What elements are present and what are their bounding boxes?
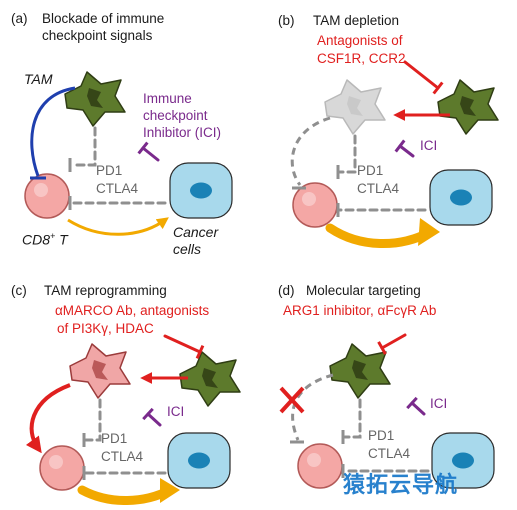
panel-a-tam-suppression-arrow: [30, 86, 76, 177]
panel-b-pd1-line: [338, 134, 357, 174]
panel-c-cd8-cell-highlight: [49, 455, 63, 469]
panel-a-ici-line2: checkpoint: [143, 108, 208, 123]
panel-a-tam-nucleus: [87, 88, 103, 108]
panel-c-kill-arrow: [77, 485, 175, 505]
panel-a-tag: (a): [11, 11, 28, 26]
panel-a-cancer-cell-nucleus: [190, 182, 212, 199]
panel-c-tag: (c): [11, 283, 27, 298]
panel-a-kill-arrow: [67, 217, 169, 236]
panel-d-intervention-inhibitor: [380, 333, 407, 350]
panel-b-intervention-line2: CSF1R, CCR2: [317, 51, 406, 66]
panel-a-cd8-label: CD8+ T: [22, 231, 68, 248]
panel-d-title: Molecular targeting: [306, 283, 421, 298]
panel-d-tag: (d): [278, 283, 295, 298]
panel-b-tam-suppression-arrow: [290, 116, 331, 186]
panel-d-ctla4-label: CTLA4: [368, 446, 411, 461]
panel-a-title-line1: Blockade of immune: [42, 11, 165, 26]
watermark: 猿拓云导航: [343, 472, 459, 497]
panel-c-pd1-line: [84, 398, 102, 442]
panel-c-ctla4-label: CTLA4: [101, 449, 144, 464]
panel-b-tam-depleted-nucleus: [347, 96, 363, 116]
panel-b-tag: (b): [278, 13, 295, 28]
panel-c-cancer-cell-nucleus: [188, 452, 210, 469]
panel-c-ici-inhibitor: [146, 412, 162, 427]
panel-c-cd8-cell: [39, 445, 85, 491]
panel-d-block-cross-2: [279, 386, 305, 414]
panel-c-ici-label: ICI: [167, 404, 185, 419]
panel-a-tam-label: TAM: [24, 71, 53, 87]
panel-d-intervention-inhibitor-bar: [377, 341, 387, 355]
panel-a-title-line2: checkpoint signals: [42, 28, 153, 43]
panel-a-ici-inhibitor-bar: [137, 141, 149, 155]
panel-a-ctla4-label: CTLA4: [96, 181, 139, 196]
panel-d-pd1-line: [343, 398, 362, 439]
panel-b-cancer-cell-nucleus: [450, 189, 472, 206]
panel-b-intervention-line1: Antagonists of: [317, 33, 403, 48]
panel-b-ici-label: ICI: [420, 138, 438, 153]
panel-d-cancer-cell-nucleus: [452, 452, 474, 469]
panel-d-ici-label: ICI: [430, 396, 448, 411]
panel-c-tam-nucleus: [202, 368, 218, 388]
panel-b-ici-inhibitor-bar: [394, 139, 406, 153]
panel-c-kill-arrowhead: [160, 478, 180, 503]
panel-c-tam-reprogrammed-nucleus: [92, 360, 108, 380]
panel-b-kill-arrow: [325, 223, 435, 249]
panel-a-pd1-line: [70, 126, 97, 167]
panel-c-intervention-inhibitor-bar: [195, 345, 205, 359]
panel-d-ici-inhibitor-bar: [406, 396, 418, 410]
panel-a-cancer-line1: Cancer: [173, 224, 219, 240]
panel-b-intervention-inhibitor-bar: [432, 81, 444, 95]
panel-a-ici-inhibitor: [141, 146, 160, 162]
panel-a-cd8-cell-highlight: [34, 183, 48, 197]
panel-c-activation-arrow: [25, 383, 71, 454]
panel-c-title: TAM reprogramming: [44, 283, 167, 298]
panel-a-cd8-cell: [24, 173, 70, 219]
panel-a-cancer-line2: cells: [173, 241, 202, 257]
panel-c-pd1-label: PD1: [101, 431, 128, 446]
panel-d-cd8-cell-highlight: [307, 453, 321, 467]
panel-d-pd1-label: PD1: [368, 428, 395, 443]
panel-c-intervention-line2: of PI3Kγ, HDAC: [57, 321, 154, 336]
panel-a-pd1-label: PD1: [96, 163, 123, 178]
panel-d-intervention: ARG1 inhibitor, αFcγR Ab: [283, 303, 437, 318]
panel-d-tam-suppression-arrow: [291, 373, 334, 441]
panel-b-cd8-cell: [292, 182, 338, 228]
panel-b-title: TAM depletion: [313, 13, 400, 28]
panel-c-intervention-inhibitor: [163, 334, 202, 354]
panel-b-ctla4-label: CTLA4: [357, 181, 400, 196]
panel-c-intervention-line1: αMARCO Ab, antagonists: [55, 303, 210, 318]
panel-b-cd8-cell-highlight: [302, 192, 316, 206]
panel-b-intervention-inhibitor: [403, 60, 440, 90]
panel-c-ici-inhibitor-bar: [142, 407, 154, 421]
panel-b-ici-inhibitor: [398, 144, 415, 158]
panel-a-ici-line3: Inhibitor (ICI): [143, 125, 222, 140]
panel-a-ici-line1: Immune: [143, 91, 192, 106]
panel-d-ici-inhibitor: [410, 401, 426, 416]
panel-b-pd1-label: PD1: [357, 163, 384, 178]
panel-b-kill-arrowhead: [418, 218, 440, 246]
panel-d-tam-nucleus: [352, 360, 368, 380]
panel-d-cd8-cell: [297, 443, 343, 489]
panel-b-tam-nucleus: [460, 96, 476, 116]
